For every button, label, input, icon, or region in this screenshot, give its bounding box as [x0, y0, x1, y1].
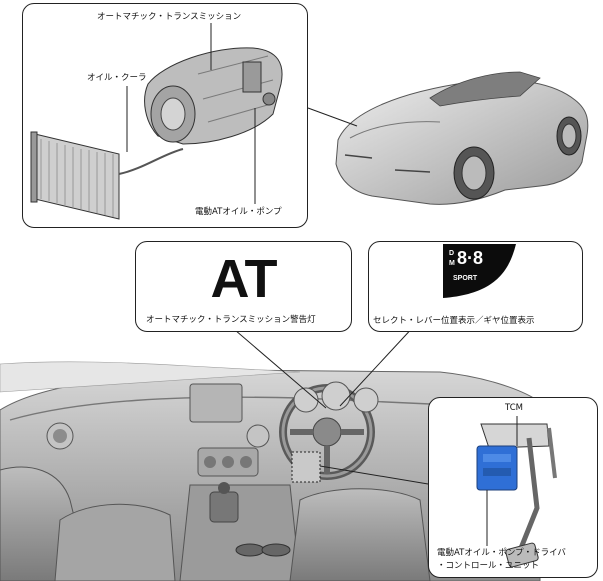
at-warning-light-label: オートマチック・トランスミッション警告灯 [146, 316, 316, 325]
tcm-callout: TCM 電動ATオイル・ポンプ・ドライバ ・コントロール・ユニット [428, 397, 598, 578]
drive-mode-letter: D [449, 250, 454, 257]
leader-car [308, 108, 357, 126]
electric-at-oil-pump-label: 電動ATオイル・ポンプ [195, 208, 282, 217]
gear-digits: 8·8 [457, 249, 483, 267]
at-warning-light-callout: AT オートマチック・トランスミッション警告灯 [135, 241, 352, 332]
powertrain-callout: オートマチック・トランスミッション オイル・クーラ 電動ATオイル・ポンプ [22, 3, 308, 228]
selector-position-display-callout: D M 8·8 SPORT セレクト・レバー位置表示／ギヤ位置表示 [368, 241, 583, 332]
pump-driver-unit-label-line2: ・コントロール・ユニット [437, 562, 539, 571]
automatic-transmission-label: オートマチック・トランスミッション [97, 13, 241, 22]
selector-position-display-label: セレクト・レバー位置表示／ギヤ位置表示 [373, 317, 535, 326]
manual-mode-letter: M [449, 260, 455, 267]
roadster-car-illustration [336, 72, 588, 204]
oil-cooler-label: オイル・クーラ [87, 74, 147, 83]
transmission-illustration [145, 48, 282, 144]
powertrain-illustration [23, 4, 309, 229]
oil-cooler-illustration [31, 132, 183, 219]
at-warning-light-symbol: AT [136, 248, 351, 310]
sport-indicator: SPORT [453, 275, 477, 282]
tcm-label: TCM [505, 404, 523, 413]
pump-driver-unit-label-line1: 電動ATオイル・ポンプ・ドライバ [437, 549, 566, 558]
